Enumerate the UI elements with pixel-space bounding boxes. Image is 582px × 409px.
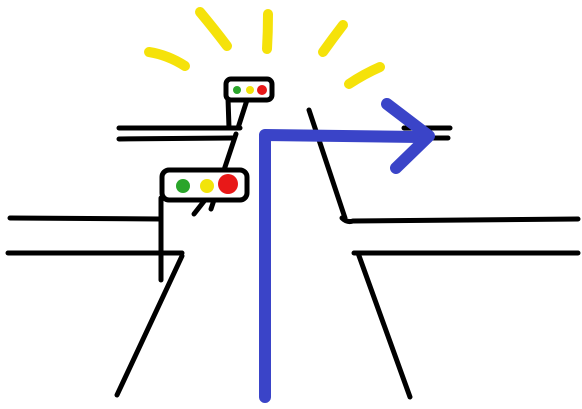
far-traffic-light-green-lamp <box>233 86 241 94</box>
near-traffic-light-yellow-lamp <box>200 179 214 193</box>
route-arrow <box>259 98 435 403</box>
far-traffic-light-red-lamp <box>257 85 267 95</box>
main-road-left-edge-near <box>114 253 185 398</box>
near-traffic-light-red-lamp <box>218 174 238 194</box>
cross-street-left-upper-edge <box>7 215 163 222</box>
far-traffic-light <box>223 76 275 131</box>
route-arrow-shaft <box>259 129 426 403</box>
main-road-right-edge-far <box>306 107 348 221</box>
glow-ray <box>318 20 348 57</box>
far-traffic-light-pole <box>225 95 232 131</box>
near-traffic-light <box>158 167 250 283</box>
road-edges <box>5 107 581 400</box>
near-traffic-light-green-lamp <box>176 179 190 193</box>
glow-ray <box>344 62 385 89</box>
glow-rays <box>144 7 385 89</box>
main-road-right-edge-near <box>355 250 413 400</box>
glow-ray <box>144 47 190 71</box>
near-traffic-light-arm <box>191 197 208 217</box>
far-cross-street-line-lower <box>116 135 236 142</box>
glow-ray <box>262 9 273 54</box>
glow-ray <box>195 7 232 51</box>
route-arrow-head <box>381 98 435 174</box>
cross-street-right-upper-edge <box>339 215 581 225</box>
far-traffic-light-arm <box>235 97 250 131</box>
far-traffic-light-yellow-lamp <box>246 86 254 94</box>
